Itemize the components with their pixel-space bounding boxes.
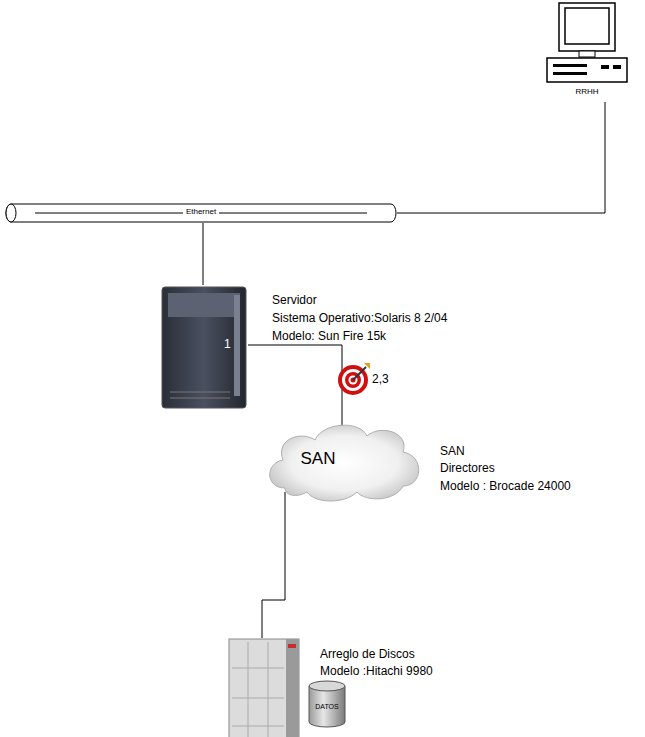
device-spec: Modelo: Sun Fire 15k — [272, 329, 386, 345]
device-title: Directores — [440, 461, 495, 477]
cylinder-label: DATOS — [315, 702, 338, 711]
connector-line — [397, 102, 605, 213]
cloud-label: SAN — [301, 448, 336, 470]
data-cylinder: DATOS — [308, 680, 346, 728]
computer-icon: RRHH — [545, 2, 630, 102]
server-icon-shape — [160, 285, 248, 410]
callout-number: 1 — [224, 337, 231, 351]
san-cloud-shape — [265, 418, 425, 503]
connector-path — [262, 492, 285, 638]
device-title: SAN — [440, 444, 465, 460]
connector-line — [262, 492, 285, 638]
device-title: Servidor — [272, 293, 317, 309]
connector-line — [203, 223, 204, 285]
device-title: Arreglo de Discos — [320, 647, 415, 663]
callout-number: 2,3 — [372, 372, 389, 386]
connector-path — [397, 102, 605, 213]
san-cloud: SANSANDirectoresModelo : Brocade 24000 — [265, 418, 425, 503]
connector-path — [203, 223, 204, 285]
device-spec: Modelo : Brocade 24000 — [440, 479, 571, 495]
connector-line — [248, 345, 342, 427]
disk-array-icon-shape — [228, 638, 300, 737]
server-icon: ServidorSistema Operativo:Solaris 8 2/04… — [160, 285, 248, 410]
connector-path — [248, 345, 342, 427]
device-spec: Modelo :Hitachi 9980 — [320, 664, 433, 680]
ethernet-bus: Ethernet — [5, 203, 397, 223]
bus-label: Ethernet — [183, 207, 219, 217]
target-icon — [338, 363, 370, 395]
disk-array-icon: Arreglo de DiscosModelo :Hitachi 9980 — [228, 638, 300, 737]
node-label: RRHH — [575, 87, 598, 97]
device-spec: Sistema Operativo:Solaris 8 2/04 — [272, 311, 447, 327]
